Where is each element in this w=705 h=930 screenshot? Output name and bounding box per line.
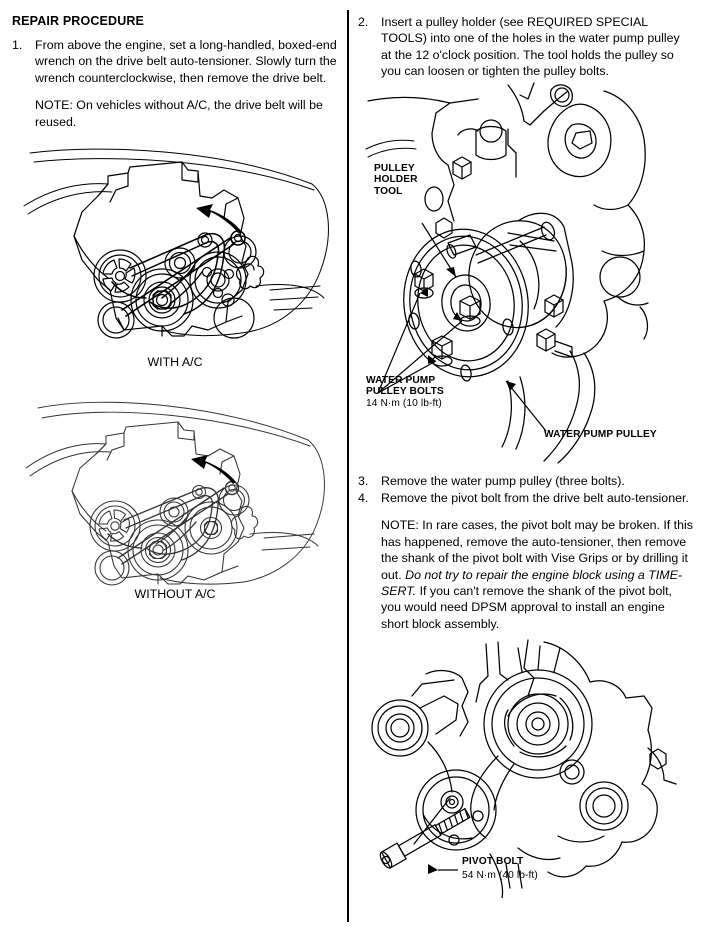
step-4-note-lead: NOTE: In rare cases, the pivot bolt may … — [381, 518, 693, 582]
rotation-arrow-icon — [196, 204, 242, 235]
rotation-arrow-icon — [191, 455, 236, 485]
figure-engine-with-ac: WITH A/C — [12, 140, 338, 370]
callout-water-pump-pulley-bolts-torque: 14 N·m (10 lb-ft) — [366, 397, 442, 409]
engine-front-view-without-ac-drawing — [25, 401, 325, 586]
auto-tensioner-drawing — [371, 639, 677, 899]
step-3-text: Remove the water pump pulley (three bolt… — [381, 473, 625, 488]
leader-arrowheads — [420, 266, 516, 391]
figure-water-pump-pulley: PULLEY HOLDER TOOL WATER PUMP PULLEY BOL… — [358, 81, 693, 469]
right-column: 2. Insert a pulley holder (see REQUIRED … — [358, 0, 693, 899]
figure-caption-with-ac: WITH A/C — [147, 355, 203, 370]
page-title: REPAIR PROCEDURE — [12, 14, 145, 28]
figure-engine-without-ac: WITHOUT A/C — [12, 392, 338, 602]
figure-pivot-bolt: PIVOT BOLT 54 N·m (40 lb-ft) — [358, 638, 693, 899]
callout-pivot-bolt-torque: 54 N·m (40 lb-ft) — [462, 870, 538, 882]
step-4-number: 4. — [358, 491, 369, 506]
engine-front-view-with-ac-drawing — [23, 148, 329, 339]
leader-lines — [377, 222, 547, 431]
water-pump-assembly-drawing — [365, 82, 649, 464]
step-1-text: From above the engine, set a long-handle… — [35, 38, 337, 85]
step-2: 2. Insert a pulley holder (see REQUIRED … — [358, 14, 693, 80]
left-column: REPAIR PROCEDURE 1. From above the engin… — [12, 0, 338, 602]
step-1: 1. From above the engine, set a long-han… — [12, 37, 338, 130]
step-1-number: 1. — [12, 38, 23, 52]
step-4-note-italic: Do not try to repair the engine block us… — [381, 567, 682, 599]
callout-pulley-holder-tool: PULLEY HOLDER TOOL — [374, 162, 418, 197]
step-3-number: 3. — [358, 473, 369, 488]
step-4: 4. Remove the pivot bolt from the drive … — [358, 490, 693, 632]
callout-water-pump-pulley: WATER PUMP PULLEY — [544, 428, 657, 440]
step-3: 3. Remove the water pump pulley (three b… — [358, 473, 693, 489]
step-1-body: From above the engine, set a long-handle… — [35, 37, 338, 130]
step-4-note: NOTE: In rare cases, the pivot bolt may … — [381, 517, 693, 632]
step-2-number: 2. — [358, 15, 369, 29]
column-divider — [347, 10, 349, 922]
step-4-text: Remove the pivot bolt from the drive bel… — [381, 491, 689, 506]
callout-pivot-bolt: PIVOT BOLT — [462, 856, 524, 868]
step-2-text: Insert a pulley holder (see REQUIRED SPE… — [381, 15, 680, 79]
callout-water-pump-pulley-bolts: WATER PUMP PULLEY BOLTS — [366, 374, 444, 398]
step-3-body: Remove the water pump pulley (three bolt… — [381, 473, 693, 489]
step-4-body: Remove the pivot bolt from the drive bel… — [381, 490, 693, 632]
figure-caption-without-ac: WITHOUT A/C — [134, 587, 216, 602]
leader-arrowheads — [428, 864, 438, 875]
step-2-body: Insert a pulley holder (see REQUIRED SPE… — [381, 14, 693, 80]
step-1-note: NOTE: On vehicles without A/C, the drive… — [35, 98, 323, 129]
step-4-note-tail: If you can't remove the shank of the piv… — [381, 584, 672, 631]
